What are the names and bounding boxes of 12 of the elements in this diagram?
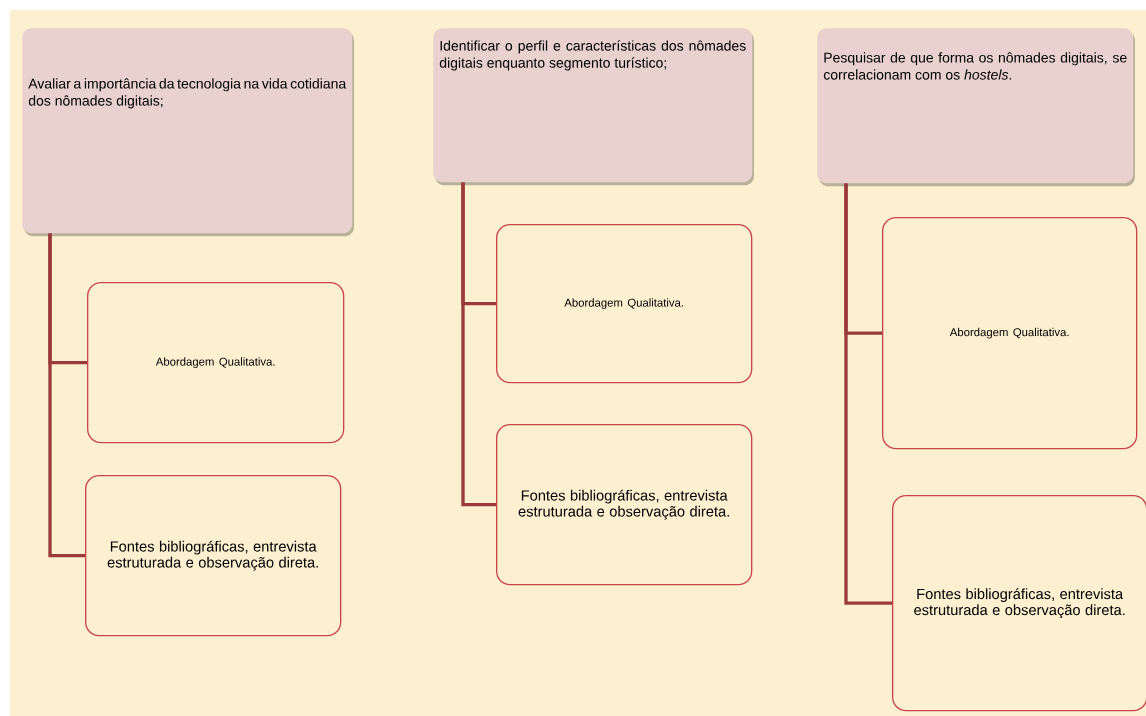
connector-line (844, 183, 892, 605)
method-box: Abordagem Qualitativa. (882, 217, 1138, 450)
connector-line (48, 233, 85, 558)
objective-box: Avaliar a importância da tecnologia na vida cotidiana dos nômades digitais; (22, 28, 354, 237)
method-box: Abordagem Qualitativa. (87, 282, 345, 444)
objective-box: Pesquisar de que forma os nômades digitais, se correlacionam com os hostels. (817, 28, 1135, 187)
objective-box: Identificar o perfil e características dos nômades digitais enquanto segmento turístico; (433, 28, 754, 186)
method-box: Abordagem Qualitativa. (496, 224, 753, 384)
method-box: Fontes bibliográficas, entrevista estruturada e observação direta. (85, 475, 342, 637)
method-box: Fontes bibliográficas, entrevista estruturada e observação direta. (892, 495, 1146, 712)
connector-line (461, 182, 496, 507)
method-box: Fontes bibliográficas, entrevista estruturada e observação direta. (496, 424, 753, 586)
